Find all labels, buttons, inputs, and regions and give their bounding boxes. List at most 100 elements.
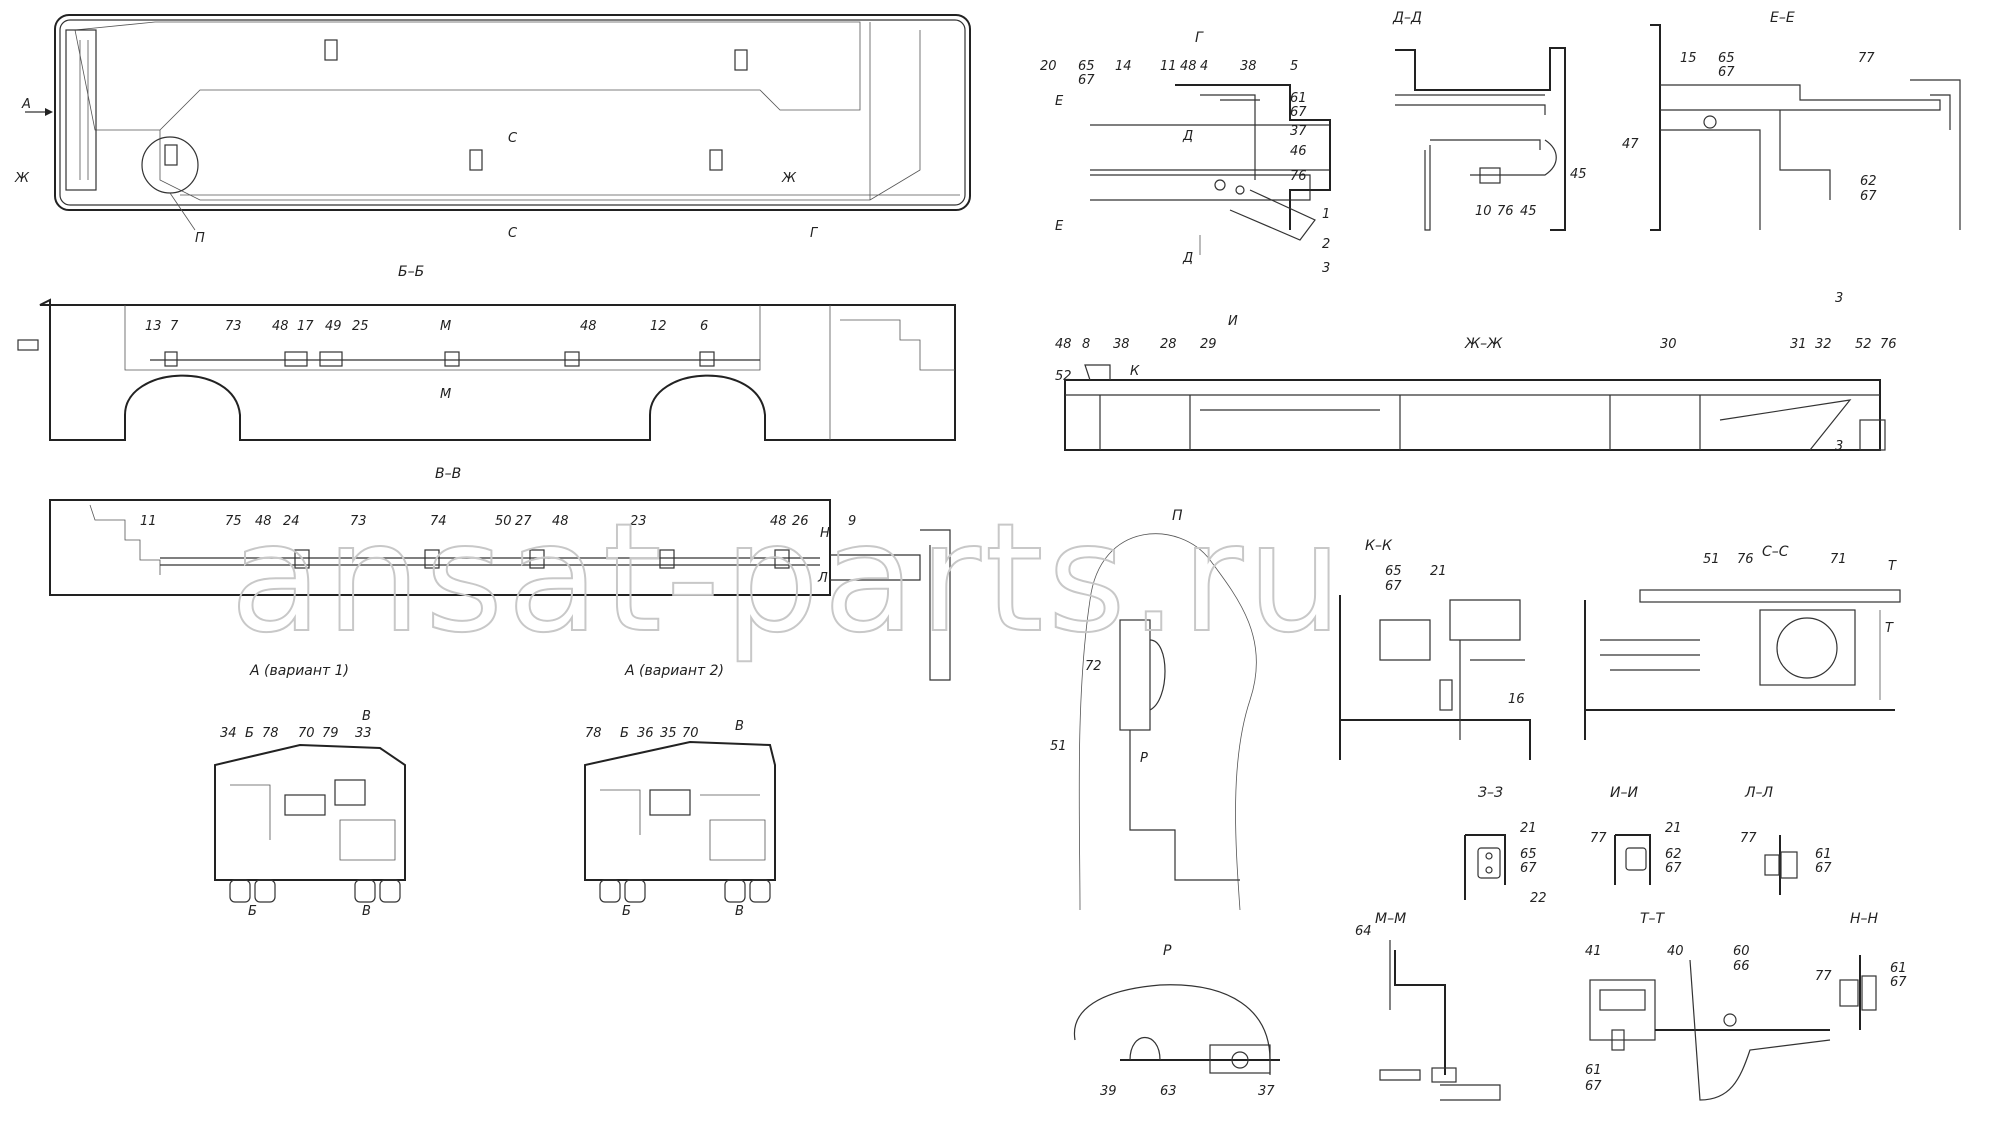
callout-61-nn: 61 bbox=[1890, 961, 1907, 976]
detail-r: Р 39 63 37 bbox=[1073, 943, 1280, 1099]
callout-52b-zh: 52 bbox=[1855, 337, 1872, 352]
view-title-tt: Т–Т bbox=[1640, 911, 1666, 927]
view-a-variant-1: А (вариант 1) 34 Б 78 70 79 33 В Б В bbox=[214, 663, 406, 919]
callout-66-tt: 66 bbox=[1733, 959, 1750, 974]
callout-v2-a2: В bbox=[735, 904, 744, 919]
view-title-r: Р bbox=[1163, 943, 1172, 959]
callout-12-bb: 12 bbox=[650, 319, 667, 334]
view-g: Г 20 65 67 14 11 48 4 38 5 61 67 37 46 7… bbox=[1040, 30, 1331, 276]
view-title-dd: Д–Д bbox=[1392, 10, 1422, 26]
view-title-a2: А (вариант 2) bbox=[624, 663, 724, 679]
callout-61-g: 61 bbox=[1290, 91, 1307, 106]
callout-3a-zh: 3 bbox=[1835, 291, 1843, 306]
callout-25-bb: 25 bbox=[352, 319, 369, 334]
callout-v-a2: В bbox=[735, 719, 744, 734]
callout-67-kk: 67 bbox=[1385, 579, 1402, 594]
callout-b-a2: Б bbox=[620, 726, 629, 741]
callout-5-g: 5 bbox=[1290, 59, 1298, 74]
callout-t-top: Т bbox=[1888, 559, 1897, 574]
callout-k-zh: К bbox=[1130, 364, 1140, 379]
callout-17-bb: 17 bbox=[297, 319, 314, 334]
view-title-ee: Е–Е bbox=[1770, 10, 1795, 26]
callout-65-g: 65 bbox=[1078, 59, 1095, 74]
section-dd: Д–Д 45 10 76 45 bbox=[1392, 10, 1587, 231]
section-vv: В–В 11 75 48 24 73 74 50 27 48 23 48 26 … bbox=[49, 466, 951, 681]
callout-48b-vv: 48 bbox=[552, 514, 569, 529]
callout-67-ee: 67 bbox=[1718, 65, 1735, 80]
section-marker-zh: Ж bbox=[14, 171, 30, 186]
view-title-ss: С–С bbox=[1762, 544, 1789, 560]
section-tt: Т–Т 41 40 60 66 61 67 bbox=[1585, 911, 1831, 1101]
callout-65-ee: 65 bbox=[1718, 51, 1735, 66]
callout-15-ee: 15 bbox=[1680, 51, 1697, 66]
callout-67-ii: 67 bbox=[1665, 861, 1682, 876]
callout-60-tt: 60 bbox=[1733, 944, 1750, 959]
callout-38-g: 38 bbox=[1240, 59, 1257, 74]
callout-i-zh: И bbox=[1228, 314, 1238, 329]
callout-48b-bb: 48 bbox=[580, 319, 597, 334]
callout-70-a1: 70 bbox=[298, 726, 315, 741]
callout-d-bottom: Д bbox=[1182, 251, 1193, 266]
callout-48-bb: 48 bbox=[272, 319, 289, 334]
section-marker-s-top: С bbox=[508, 131, 518, 146]
callout-78-a1: 78 bbox=[262, 726, 279, 741]
callout-67-ll: 67 bbox=[1815, 861, 1832, 876]
view-title-ll: Л–Л bbox=[1744, 785, 1774, 801]
callout-33-a1: 33 bbox=[355, 726, 372, 741]
section-zz: З–З 21 65 67 22 bbox=[1464, 785, 1547, 906]
callout-m-top: М bbox=[440, 319, 451, 334]
callout-14-g: 14 bbox=[1115, 59, 1132, 74]
callout-65-kk: 65 bbox=[1385, 564, 1402, 579]
section-marker-a: А bbox=[21, 97, 31, 112]
callout-50-vv: 50 bbox=[495, 514, 512, 529]
callout-37-g: 37 bbox=[1290, 124, 1307, 139]
callout-e-bottom: Е bbox=[1055, 219, 1064, 234]
callout-6-bb: 6 bbox=[700, 319, 708, 334]
callout-21-kk: 21 bbox=[1430, 564, 1447, 579]
callout-21-ii: 21 bbox=[1665, 821, 1682, 836]
callout-24-vv: 24 bbox=[283, 514, 300, 529]
callout-11-vv: 11 bbox=[140, 514, 157, 529]
callout-31-zh: 31 bbox=[1790, 337, 1807, 352]
section-kk: К–К 65 67 21 16 bbox=[1339, 538, 1531, 760]
callout-10-dd: 10 bbox=[1475, 204, 1492, 219]
callout-48-vv: 48 bbox=[255, 514, 272, 529]
callout-67-tt: 67 bbox=[1585, 1079, 1602, 1094]
callout-49-bb: 49 bbox=[325, 319, 342, 334]
view-title-zhzh: Ж–Ж bbox=[1464, 336, 1503, 352]
view-title-mm: М–М bbox=[1375, 911, 1406, 927]
view-title-kk: К–К bbox=[1365, 538, 1393, 554]
section-bb: Б–Б 13 7 73 48 17 49 25 М М 48 12 6 bbox=[17, 264, 956, 441]
view-title-p: П bbox=[1172, 508, 1183, 524]
callout-40-tt: 40 bbox=[1667, 944, 1684, 959]
callout-76-zh: 76 bbox=[1880, 337, 1897, 352]
callout-1-g: 1 bbox=[1322, 207, 1330, 222]
callout-76-ss: 76 bbox=[1737, 552, 1754, 567]
callout-7-bb: 7 bbox=[170, 319, 179, 334]
callout-28-zh: 28 bbox=[1160, 337, 1177, 352]
section-ee: Е–Е 15 65 67 77 47 62 67 bbox=[1622, 10, 1961, 231]
callout-45a-dd: 45 bbox=[1570, 167, 1587, 182]
callout-41-tt: 41 bbox=[1585, 944, 1602, 959]
section-ll: Л–Л 77 61 67 bbox=[1740, 785, 1832, 895]
callout-23-vv: 23 bbox=[630, 514, 647, 529]
callout-48c-vv: 48 bbox=[770, 514, 787, 529]
callout-61-ll: 61 bbox=[1815, 847, 1832, 862]
view-title-nn: Н–Н bbox=[1850, 911, 1879, 927]
view-title-vv: В–В bbox=[435, 466, 461, 482]
view-title-g: Г bbox=[1195, 30, 1204, 46]
callout-71-ss: 71 bbox=[1830, 552, 1847, 567]
callout-61-tt: 61 bbox=[1585, 1063, 1602, 1078]
callout-63-r: 63 bbox=[1160, 1084, 1177, 1099]
section-mm: М–М 64 bbox=[1355, 911, 1501, 1101]
callout-21-zz: 21 bbox=[1520, 821, 1537, 836]
callout-70-a2: 70 bbox=[682, 726, 699, 741]
callout-35-a2: 35 bbox=[660, 726, 677, 741]
section-marker-zh-right: Ж bbox=[781, 171, 797, 186]
callout-36-a2: 36 bbox=[637, 726, 654, 741]
callout-67b-g: 67 bbox=[1290, 105, 1307, 120]
callout-b2-a1: Б bbox=[248, 904, 257, 919]
callout-51-ss: 51 bbox=[1703, 552, 1720, 567]
callout-46-g: 46 bbox=[1290, 144, 1307, 159]
